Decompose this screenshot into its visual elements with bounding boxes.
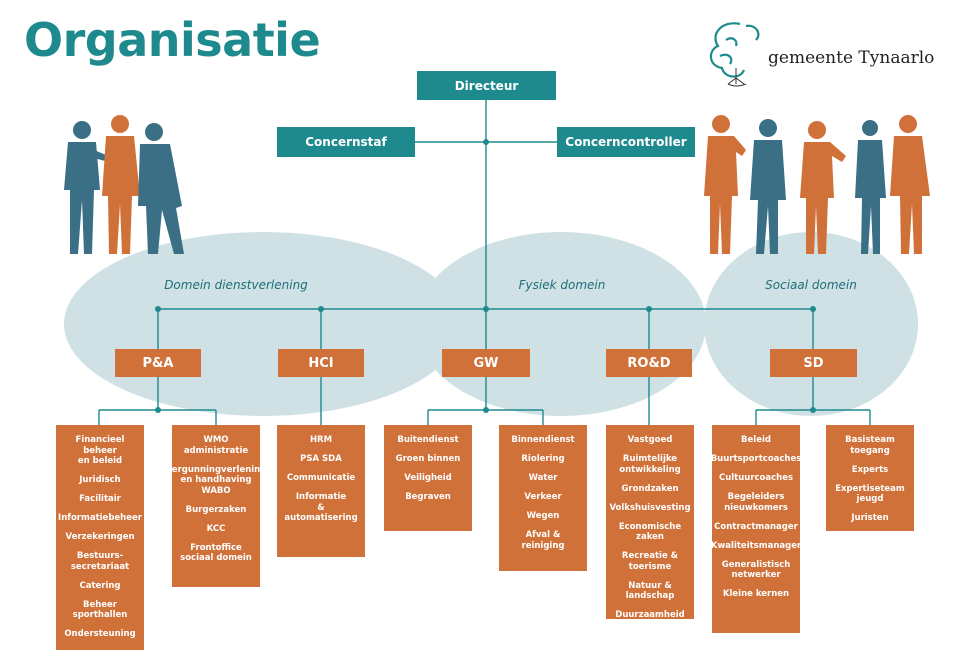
department-box-sd: SD	[770, 349, 857, 377]
department-box-hci: HCI	[278, 349, 364, 377]
department-label: SD	[803, 355, 824, 371]
task-item: Juristen	[851, 513, 889, 523]
task-item: Informatie & automatisering	[284, 492, 358, 523]
task-item: Beheer sporthallen	[72, 599, 128, 621]
task-item: Basisteam toegang	[845, 435, 895, 456]
task-item: Buitendienst	[397, 435, 459, 445]
task-item: Burgerzaken	[185, 504, 247, 515]
task-item: Recreatie & toerisme	[621, 551, 679, 572]
person-silhouette	[890, 115, 930, 254]
department-box-rod: RO&D	[606, 349, 692, 377]
task-item: Kwaliteitsmanager	[710, 540, 802, 551]
task-item: Ruimtelijke ontwikkeling	[619, 454, 681, 475]
department-box-pa: P&A	[115, 349, 201, 377]
task-item: Financieel beheer en beleid	[75, 435, 125, 466]
task-item: Verzekeringen	[65, 532, 135, 542]
director-label: Directeur	[454, 78, 519, 93]
task-item: Catering	[79, 580, 121, 591]
task-item: Veiligheid	[404, 473, 452, 483]
department-label: HCI	[308, 355, 334, 371]
person-silhouette	[750, 119, 786, 254]
task-item: Kleine kernen	[722, 589, 790, 599]
person-silhouette	[855, 120, 886, 254]
task-item: Verkeer	[524, 492, 562, 502]
task-item: Vergunningverlening en handhaving WABO	[165, 464, 267, 496]
page-title: Organisatie	[24, 13, 321, 67]
domain-label-dienstverlening: Domein dienstverlening	[164, 278, 308, 292]
person-silhouette	[102, 115, 140, 254]
director-box: Directeur	[417, 71, 556, 100]
task-item: Facilitair	[79, 494, 121, 504]
domain-ellipse-sociaal	[704, 232, 918, 416]
task-item: Grondzaken	[621, 483, 679, 494]
task-item: Beleid	[741, 435, 771, 445]
task-item: Contractmanager	[714, 521, 798, 532]
domain-ellipse-fysiek	[416, 232, 706, 416]
domain-label-fysiek: Fysiek domein	[518, 278, 606, 292]
task-item: Cultuurcoaches	[718, 473, 794, 483]
task-item: HRM	[309, 435, 333, 445]
staff-label: Concernstaf	[305, 135, 387, 149]
task-item: Natuur & landschap	[625, 580, 675, 602]
task-item: Water	[528, 473, 558, 483]
task-item: Riolering	[521, 454, 565, 464]
task-item: Bestuurs- secretariaat	[70, 551, 130, 572]
department-label: P&A	[142, 355, 174, 371]
controller-label: Concerncontroller	[565, 135, 687, 149]
task-item: Economische zaken	[618, 521, 682, 543]
department-label: GW	[473, 355, 499, 371]
person-silhouette	[138, 123, 184, 254]
logo-text: gemeente Tynaarlo	[768, 48, 935, 68]
task-item: KCC	[206, 523, 226, 534]
task-item: Vastgoed	[627, 435, 673, 445]
task-item: Duurzaamheid	[615, 610, 685, 620]
task-item: Afval & reiniging	[521, 530, 565, 551]
person-silhouette	[704, 115, 746, 254]
task-item: PSA SDA	[300, 454, 342, 464]
person-silhouette	[800, 121, 846, 254]
domain-ellipse-dienstverlening	[64, 232, 462, 416]
task-item: Wegen	[526, 511, 560, 521]
task-item: Begraven	[405, 492, 451, 502]
task-item: Informatiebeheer	[58, 513, 142, 523]
task-item: Communicatie	[286, 473, 356, 483]
task-item: Expertiseteam jeugd	[835, 483, 905, 505]
task-item: Experts	[851, 464, 889, 475]
department-label: RO&D	[627, 355, 671, 371]
controller-box: Concerncontroller	[557, 127, 695, 157]
municipality-logo: gemeente Tynaarlo	[706, 18, 946, 92]
task-item: Begeleiders nieuwkomers	[724, 492, 788, 513]
task-item: Groen binnen	[395, 454, 461, 464]
task-item: WMO administratie	[183, 435, 249, 456]
task-item: Buurtsportcoaches	[710, 454, 802, 464]
task-item: Frontoffice sociaal domein	[180, 542, 252, 564]
task-item: Binnendienst	[511, 435, 575, 445]
task-item: Generalistisch netwerker	[721, 559, 791, 581]
staff-box: Concernstaf	[277, 127, 415, 157]
domain-label-sociaal: Sociaal domein	[765, 278, 857, 292]
task-item: Juridisch	[79, 475, 121, 485]
task-item: Volkshuisvesting	[609, 502, 691, 513]
department-box-gw: GW	[442, 349, 530, 377]
task-item: Ondersteuning	[64, 629, 136, 639]
tree-logo-icon	[709, 22, 760, 87]
